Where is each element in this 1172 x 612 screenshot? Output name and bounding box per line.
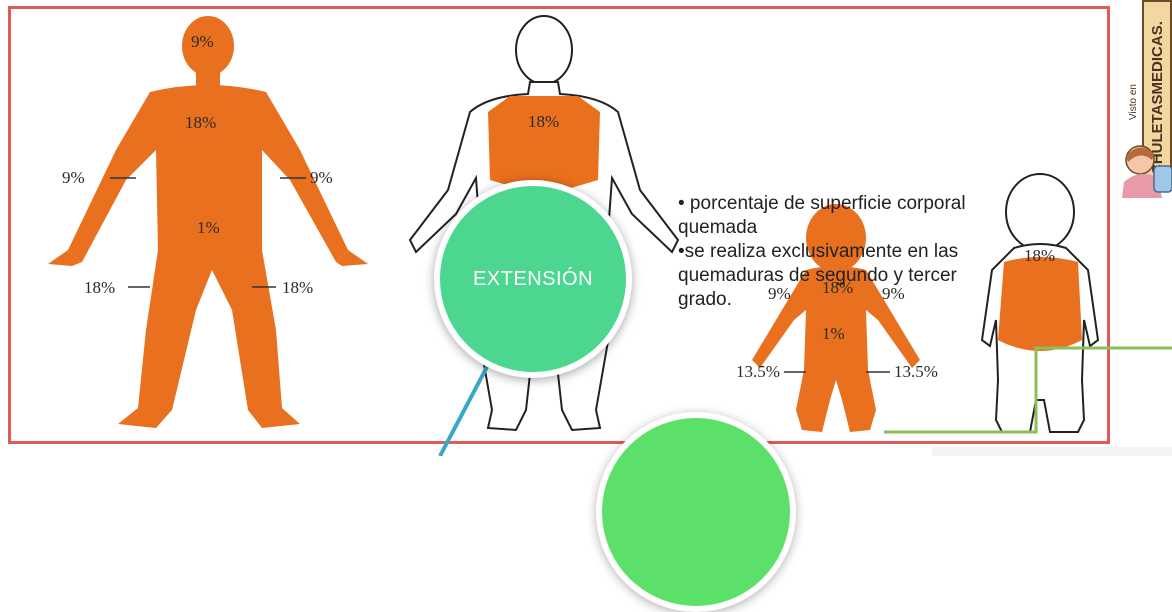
adult-head-label: 9% xyxy=(191,32,214,51)
child-left-leg-label: 13.5% xyxy=(736,362,780,381)
child-back-torso-label: 18% xyxy=(1024,246,1056,265)
child-genitals-label: 1% xyxy=(822,324,845,343)
watermark-prefix: Visto en xyxy=(1128,84,1139,120)
mascot-icon xyxy=(1122,145,1172,198)
child-right-leg-label: 13.5% xyxy=(894,362,938,381)
green-connector-line xyxy=(884,346,1172,434)
child-torso-label: 18% xyxy=(822,278,854,297)
adult-right-leg-label: 18% xyxy=(282,278,314,297)
adult-back-torso-label: 18% xyxy=(528,112,560,131)
description-bullets: • porcentaje de superficie corporal quem… xyxy=(678,192,1008,312)
child-back-torso xyxy=(998,257,1082,351)
extension-circle-label: EXTENSIÓN xyxy=(472,267,594,290)
adult-left-arm-label: 9% xyxy=(62,168,85,187)
child-left-arm-label: 9% xyxy=(768,284,791,303)
bullet-item: • porcentaje de superficie corporal quem… xyxy=(678,193,966,238)
adult-torso-label: 18% xyxy=(185,113,217,132)
adult-left-leg-label: 18% xyxy=(84,278,116,297)
content-frame xyxy=(8,6,1110,444)
adult-genitals-label: 1% xyxy=(197,218,220,237)
adult-back-torso xyxy=(488,96,600,190)
bottom-panel xyxy=(932,447,1172,456)
adult-right-arm-label: 9% xyxy=(310,168,333,187)
bottom-circle[interactable] xyxy=(596,412,796,612)
extension-circle[interactable]: EXTENSIÓN xyxy=(434,180,632,378)
bullet-item: •se realiza exclusivamente en las quemad… xyxy=(678,241,959,310)
child-front-figure xyxy=(752,204,920,432)
child-right-arm-label: 9% xyxy=(882,284,905,303)
adult-front-figure xyxy=(48,16,368,428)
adult-front-lines xyxy=(110,177,306,288)
